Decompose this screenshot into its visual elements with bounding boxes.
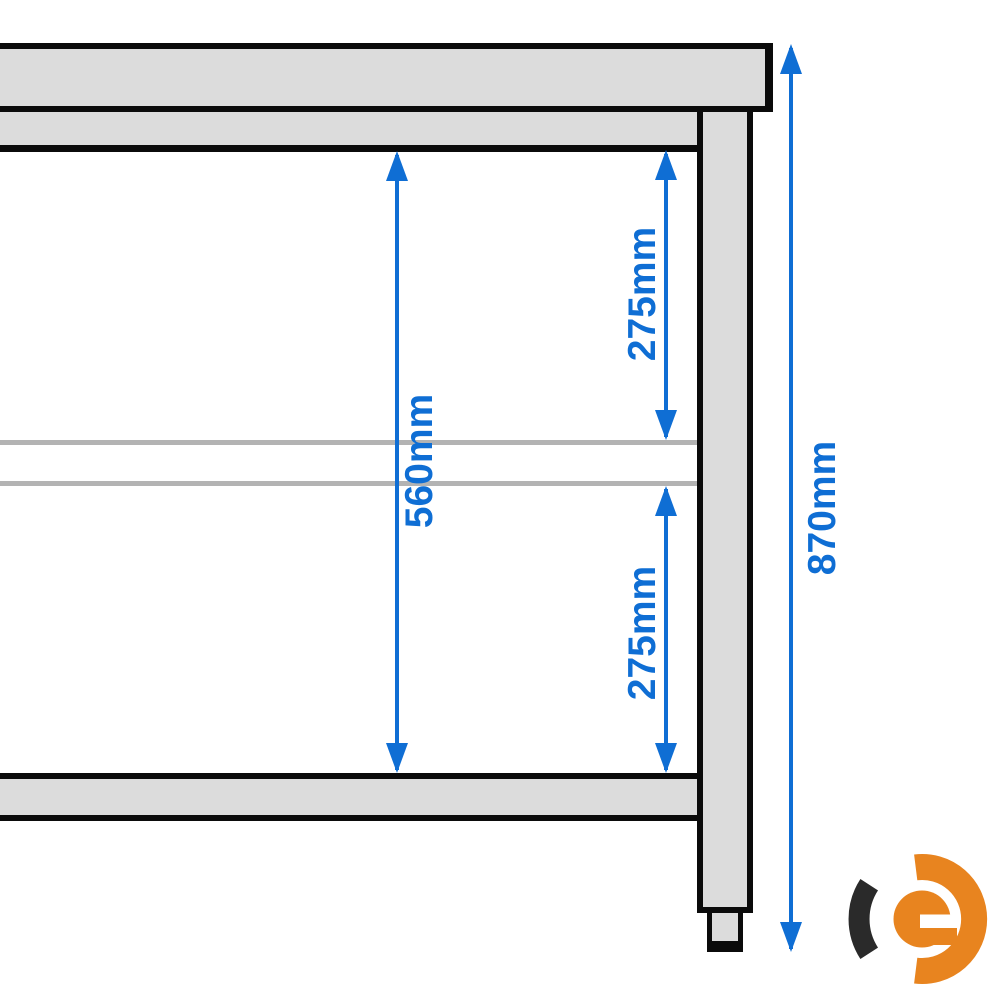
worktable-adjustable-foot	[707, 913, 743, 952]
down-arrowhead-icon	[386, 743, 408, 773]
dimension-line-275-lower	[664, 489, 668, 770]
up-arrowhead-icon	[780, 44, 802, 74]
worktable-bottom-shelf	[0, 773, 697, 821]
dimension-label-upper-shelf-gap: 275mm	[621, 226, 664, 362]
dimension-line-275-upper	[664, 154, 668, 437]
dimension-label-lower-shelf-gap: 275mm	[621, 565, 664, 701]
up-arrowhead-icon	[386, 151, 408, 181]
up-arrowhead-icon	[655, 486, 677, 516]
dimension-label-inner-height: 560mm	[398, 393, 441, 529]
down-arrowhead-icon	[655, 743, 677, 773]
dimension-line-870	[789, 48, 793, 949]
logo-g-slot	[920, 914, 960, 928]
worktable-tabletop	[0, 43, 773, 112]
middle-shelf-upper-edge	[0, 440, 697, 445]
logo-black-arc	[848, 878, 879, 960]
middle-shelf-lower-edge	[0, 481, 697, 486]
dimension-label-overall-height: 870mm	[801, 440, 844, 576]
ggm-gastro-logo-icon	[848, 854, 988, 984]
dimension-line-560	[395, 155, 399, 770]
logo-g-bar	[923, 928, 957, 945]
down-arrowhead-icon	[780, 922, 802, 952]
logo-orange-arc	[914, 854, 988, 984]
down-arrowhead-icon	[655, 410, 677, 440]
worktable-upper-rail	[0, 112, 703, 152]
worktable-leg	[697, 112, 753, 913]
up-arrowhead-icon	[655, 150, 677, 180]
